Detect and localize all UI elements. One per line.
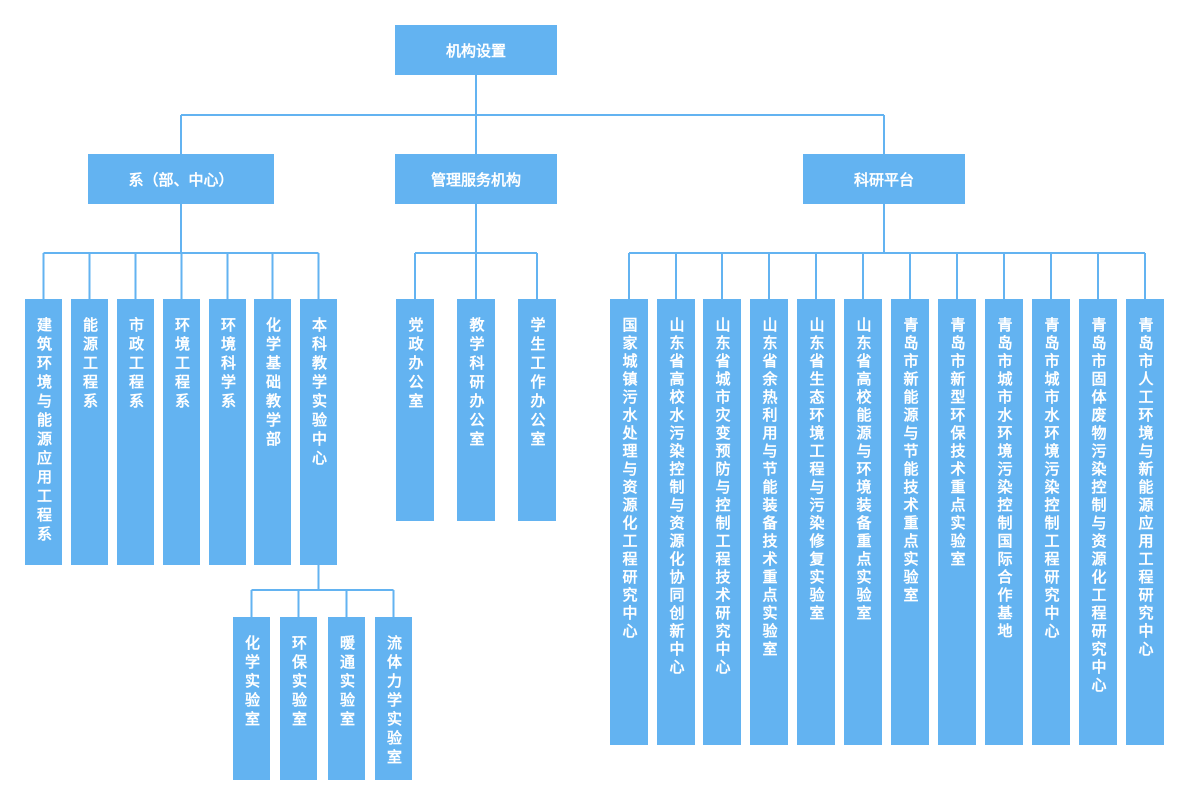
- branch-research-platforms: 科研平台: [803, 154, 965, 204]
- office-node: 学生工作办公室: [518, 299, 556, 521]
- lab-label: 流体力学实验室: [385, 635, 403, 768]
- department-label: 化学基础教学部: [264, 317, 282, 450]
- department-label: 建筑环境与能源应用工程系: [35, 317, 53, 545]
- lab-label: 环保实验室: [290, 635, 308, 730]
- office-node: 党政办公室: [396, 299, 434, 521]
- branch-departments: 系（部、中心）: [88, 154, 274, 204]
- platform-node: 青岛市新型环保技术重点实验室: [938, 299, 976, 745]
- platform-node: 青岛市城市水环境污染控制国际合作基地: [985, 299, 1023, 745]
- department-node: 环境工程系: [163, 299, 200, 565]
- platform-label: 青岛市新型环保技术重点实验室: [948, 317, 967, 569]
- platform-label: 山东省生态环境工程与污染修复实验室: [807, 317, 826, 623]
- office-label: 学生工作办公室: [528, 317, 547, 450]
- platform-node: 山东省高校水污染控制与资源化协同创新中心: [657, 299, 695, 745]
- lab-node: 环保实验室: [280, 617, 317, 780]
- lab-label: 暖通实验室: [338, 635, 356, 730]
- department-node: 本科教学实验中心: [300, 299, 337, 565]
- platform-node: 青岛市固体废物污染控制与资源化工程研究中心: [1079, 299, 1117, 745]
- platform-node: 国家城镇污水处理与资源化工程研究中心: [610, 299, 648, 745]
- branch-label: 系（部、中心）: [128, 170, 234, 189]
- lab-node: 化学实验室: [233, 617, 270, 780]
- department-label: 市政工程系: [127, 317, 145, 412]
- platform-node: 青岛市人工环境与新能源应用工程研究中心: [1126, 299, 1164, 745]
- lab-label: 化学实验室: [243, 635, 261, 730]
- department-node: 环境科学系: [209, 299, 246, 565]
- root-label: 机构设置: [445, 41, 506, 60]
- department-node: 建筑环境与能源应用工程系: [25, 299, 62, 565]
- platform-label: 山东省高校能源与环境装备重点实验室: [854, 317, 873, 623]
- platform-node: 山东省生态环境工程与污染修复实验室: [797, 299, 835, 745]
- department-label: 环境科学系: [219, 317, 237, 412]
- branch-label: 科研平台: [853, 170, 914, 189]
- platform-label: 国家城镇污水处理与资源化工程研究中心: [620, 317, 639, 641]
- root-node: 机构设置: [395, 25, 557, 75]
- branch-management: 管理服务机构: [395, 154, 557, 204]
- department-label: 能源工程系: [81, 317, 99, 412]
- platform-label: 青岛市城市水环境污染控制工程研究中心: [1042, 317, 1061, 641]
- office-label: 教学科研办公室: [467, 317, 486, 450]
- platform-label: 青岛市人工环境与新能源应用工程研究中心: [1136, 317, 1155, 659]
- platform-node: 山东省余热利用与节能装备技术重点实验室: [750, 299, 788, 745]
- branch-label: 管理服务机构: [430, 170, 521, 189]
- office-node: 教学科研办公室: [457, 299, 495, 521]
- department-node: 化学基础教学部: [254, 299, 291, 565]
- lab-node: 暖通实验室: [328, 617, 365, 780]
- platform-label: 青岛市新能源与节能技术重点实验室: [901, 317, 920, 605]
- department-node: 能源工程系: [71, 299, 108, 565]
- platform-label: 山东省城市灾变预防与控制工程技术研究中心: [713, 317, 732, 677]
- platform-node: 青岛市新能源与节能技术重点实验室: [891, 299, 929, 745]
- department-node: 市政工程系: [117, 299, 154, 565]
- platform-node: 青岛市城市水环境污染控制工程研究中心: [1032, 299, 1070, 745]
- platform-label: 山东省高校水污染控制与资源化协同创新中心: [667, 317, 686, 677]
- platform-label: 山东省余热利用与节能装备技术重点实验室: [760, 317, 779, 659]
- platform-label: 青岛市固体废物污染控制与资源化工程研究中心: [1089, 317, 1108, 695]
- lab-node: 流体力学实验室: [375, 617, 412, 780]
- office-label: 党政办公室: [406, 317, 425, 412]
- platform-node: 山东省城市灾变预防与控制工程技术研究中心: [703, 299, 741, 745]
- department-label: 本科教学实验中心: [310, 317, 328, 469]
- platform-node: 山东省高校能源与环境装备重点实验室: [844, 299, 882, 745]
- department-label: 环境工程系: [173, 317, 191, 412]
- platform-label: 青岛市城市水环境污染控制国际合作基地: [995, 317, 1014, 641]
